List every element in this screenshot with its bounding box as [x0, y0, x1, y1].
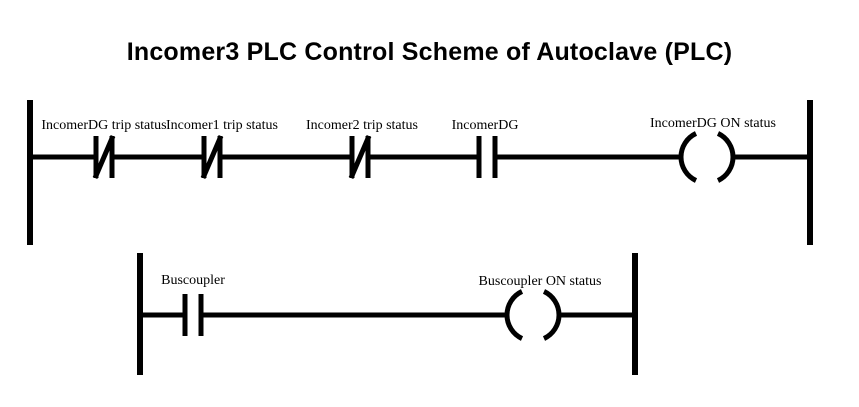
output-coil-r1-e5[interactable]	[678, 131, 736, 183]
normally-open-contact-r2-e1[interactable]	[182, 294, 204, 336]
coil-arc-right	[716, 131, 736, 183]
output-coil-r2-e2[interactable]	[504, 289, 562, 341]
normally-closed-contact-r1-e2[interactable]	[200, 135, 224, 179]
normally-open-contact-r1-e4[interactable]	[476, 136, 498, 178]
normally-closed-contact-r1-e3[interactable]	[348, 135, 372, 179]
rung-2	[137, 253, 638, 375]
element-label-r1-e5: IncomerDG ON status	[650, 116, 776, 131]
rung-1	[27, 100, 813, 245]
element-label-r2-e2: Buscoupler ON status	[478, 274, 602, 289]
element-label-r1-e1: IncomerDG trip status	[41, 118, 167, 133]
contact-slash	[348, 135, 372, 179]
element-label-r1-e3: Incomer2 trip status	[306, 118, 418, 133]
coil-arc-left	[504, 289, 524, 341]
coil-arc-right	[542, 289, 562, 341]
element-label-r2-e1: Buscoupler	[161, 273, 225, 288]
coil-arc-left	[678, 131, 698, 183]
contact-slash	[92, 135, 116, 179]
page-title: Incomer3 PLC Control Scheme of Autoclave…	[126, 38, 733, 66]
element-label-r1-e2: Incomer1 trip status	[166, 118, 278, 133]
element-label-r1-e4: IncomerDG	[451, 118, 519, 133]
contact-slash	[200, 135, 224, 179]
normally-closed-contact-r1-e1[interactable]	[92, 135, 116, 179]
